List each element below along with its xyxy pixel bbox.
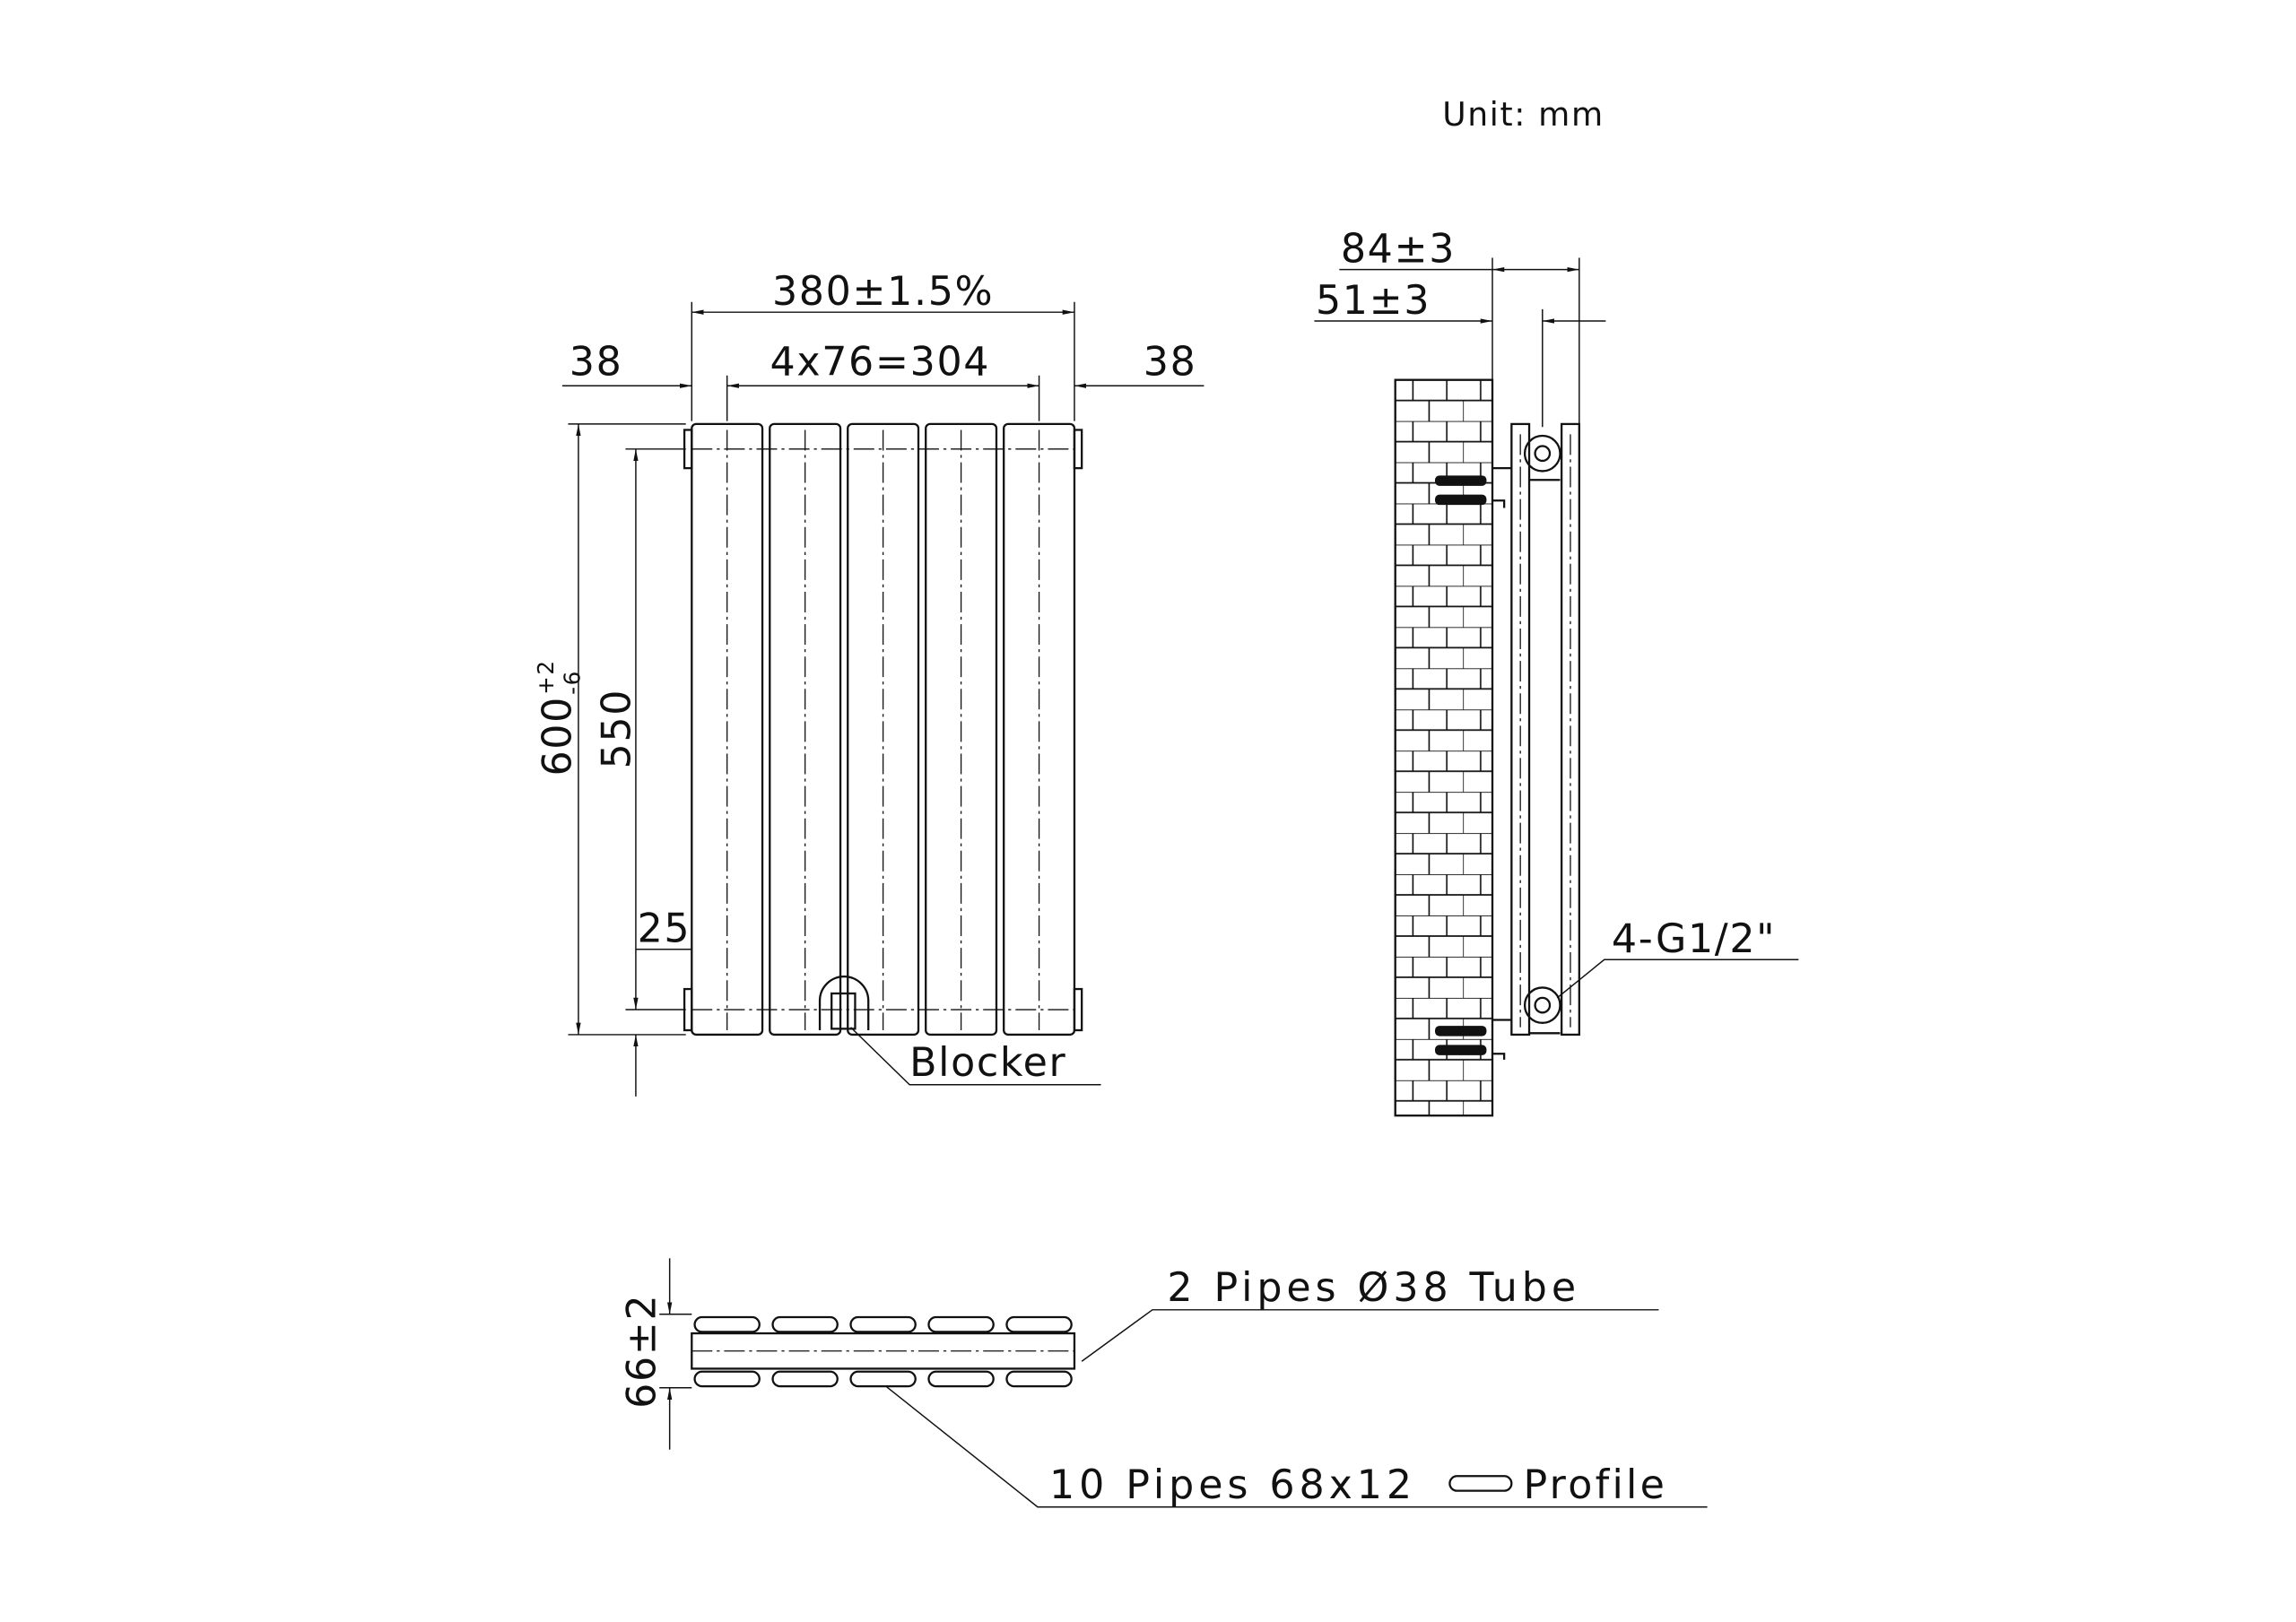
side-view: 84±3 51±3 4-G1/2" [1314, 226, 1799, 1117]
connection-label: 4-G1/2" [1612, 916, 1776, 962]
radiator-columns [683, 422, 1083, 1037]
dim-height-total: 600 [535, 696, 581, 776]
profile-label-suffix: Profile [1523, 1462, 1667, 1508]
dim-offset: 25 [638, 906, 691, 952]
dim-height-tol-plus: +2 [533, 659, 559, 695]
wall-brick [1394, 378, 1494, 1117]
tube-label: 2 Pipes Ø38 Tube [1167, 1265, 1580, 1311]
dim-top-depth: 66±2 [619, 1294, 665, 1409]
dim-depth-wall: 51±3 [1316, 278, 1431, 324]
blocker-label: Blocker [909, 1040, 1066, 1086]
dim-height-tol-minus: -6 [560, 670, 586, 695]
unit-label: Unit: mm [1442, 95, 1605, 134]
dim-pitch: 4x76=304 [770, 340, 991, 386]
dim-edge-right: 38 [1144, 340, 1197, 386]
wall-anchor-icons [1435, 475, 1487, 1055]
dim-depth-total: 84±3 [1341, 226, 1456, 272]
dim-centres: 550 [594, 689, 639, 768]
dim-edge-left: 38 [570, 340, 623, 386]
top-view: 66±2 2 Pipes Ø38 Tube 10 Pipes 68x12 Pro… [619, 1258, 1708, 1508]
profile-pipes [693, 1315, 1073, 1388]
profile-shape-icon [1448, 1475, 1513, 1492]
profile-label: 10 Pipes 68x12 [1049, 1462, 1416, 1508]
front-view: 380±1.5% 4x76=304 38 38 600 +2 -6 550 25… [533, 269, 1205, 1097]
dim-width-total: 380±1.5% [772, 269, 994, 315]
